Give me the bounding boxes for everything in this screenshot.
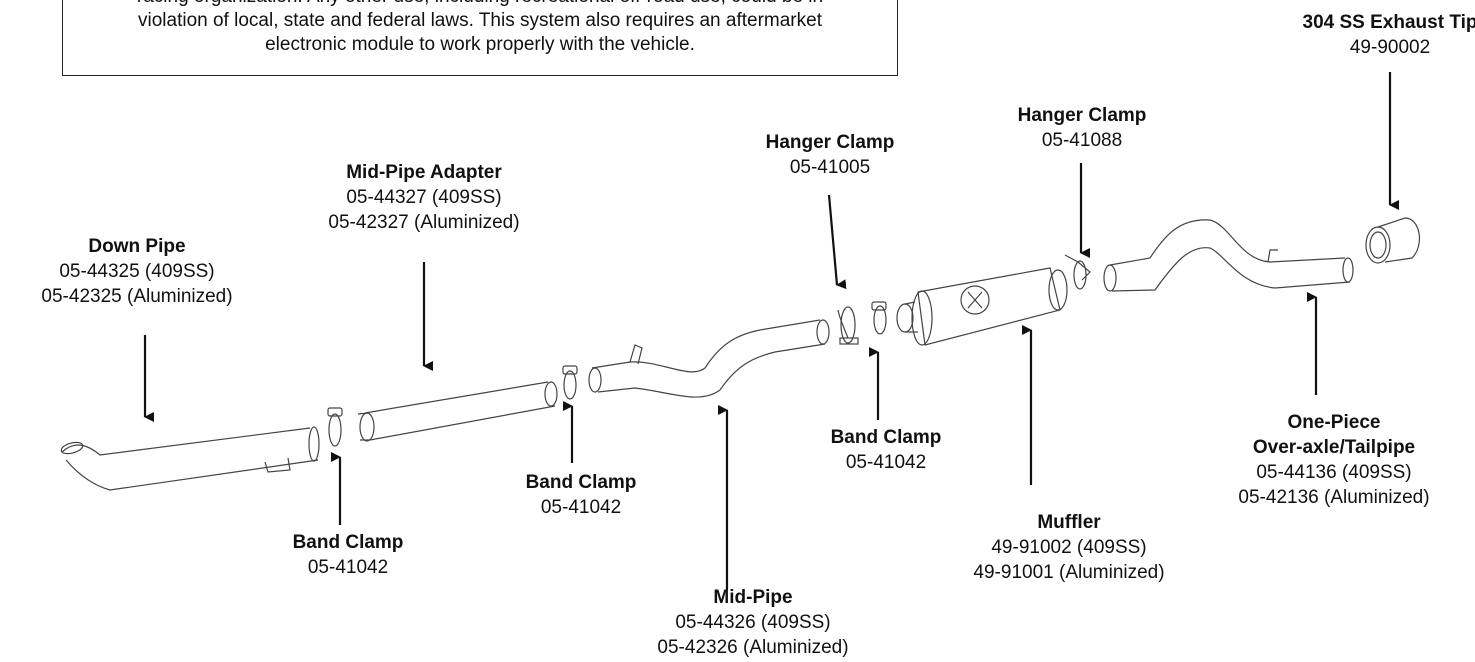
label-hanger-clamp-2: Hanger Clamp 05-41088: [1018, 103, 1147, 153]
mid-pipe-part: [588, 319, 830, 398]
notice-line-2: violation of local, state and federal la…: [138, 10, 822, 31]
label-part-number-alt: 05-42326 (Aluminized): [657, 637, 849, 658]
arrow-hanger-clamp-1: [827, 194, 847, 290]
label-part-number: 05-41088: [1041, 130, 1123, 151]
label-part-number: 05-41042: [845, 452, 927, 473]
label-muffler: Muffler 49-91002 (409SS) 49-91001 (Alumi…: [973, 510, 1164, 585]
label-title: Down Pipe: [88, 236, 186, 257]
mid-pipe-adapter-part: [357, 381, 558, 442]
label-part-number: 49-91002 (409SS): [991, 537, 1147, 558]
band-clamp-3-part: [871, 301, 887, 335]
label-hanger-clamp-1: Hanger Clamp 05-41005: [766, 130, 895, 180]
label-title: Mid-Pipe Adapter: [346, 162, 502, 183]
label-title: Mid-Pipe: [713, 587, 793, 608]
label-part-number: 49-90002: [1349, 37, 1431, 58]
label-tailpipe: One-Piece Over-axle/Tailpipe 05-44136 (4…: [1238, 410, 1429, 510]
label-title: Hanger Clamp: [765, 132, 895, 153]
label-title: 304 SS Exhaust Tip: [1302, 12, 1475, 33]
band-clamp-2-part: [562, 365, 578, 400]
label-band-clamp-1: Band Clamp 05-41042: [293, 530, 404, 580]
label-part-number: 05-44136 (409SS): [1256, 462, 1412, 483]
hanger-clamp-1-part: [837, 306, 859, 345]
label-exhaust-tip: 304 SS Exhaust Tip 49-90002: [1303, 10, 1475, 60]
label-part-number: 05-41042: [540, 497, 622, 518]
label-mid-pipe-adapter: Mid-Pipe Adapter 05-44327 (409SS) 05-423…: [328, 160, 519, 235]
label-mid-pipe: Mid-Pipe 05-44326 (409SS) 05-42326 (Alum…: [657, 585, 848, 660]
label-part-number-alt: 05-42327 (Aluminized): [328, 212, 520, 233]
label-down-pipe: Down Pipe 05-44325 (409SS) 05-42325 (Alu…: [41, 234, 232, 309]
muffler-part: [896, 267, 1068, 346]
label-part-number-alt: 05-42325 (Aluminized): [41, 286, 233, 307]
label-part-number: 05-44325 (409SS): [59, 261, 215, 282]
legal-notice-box: racing organization. Any other use, incl…: [62, 0, 898, 76]
label-part-number: 05-44326 (409SS): [675, 612, 831, 633]
label-band-clamp-3: Band Clamp 05-41042: [831, 425, 942, 475]
label-title: Band Clamp: [525, 472, 637, 493]
label-title: Muffler: [1037, 512, 1101, 533]
label-part-number: 05-41042: [307, 557, 389, 578]
label-band-clamp-2: Band Clamp 05-41042: [526, 470, 637, 520]
label-title: Hanger Clamp: [1017, 105, 1147, 126]
label-part-number: 05-41005: [789, 157, 871, 178]
label-title-line-2: Over-axle/Tailpipe: [1252, 437, 1416, 458]
label-part-number-alt: 05-42136 (Aluminized): [1238, 487, 1430, 508]
exhaust-tip-part: [1365, 217, 1421, 264]
label-part-number: 05-44327 (409SS): [346, 187, 502, 208]
label-title: Band Clamp: [292, 532, 404, 553]
band-clamp-1-part: [327, 407, 343, 447]
label-title: One-Piece: [1287, 412, 1381, 433]
hanger-clamp-2-part: [1064, 254, 1091, 290]
notice-line-3: electronic module to work properly with …: [265, 34, 695, 55]
notice-line-1: racing organization. Any other use, incl…: [63, 0, 897, 9]
label-title: Band Clamp: [830, 427, 942, 448]
tailpipe-part: [1103, 219, 1354, 292]
label-part-number-alt: 49-91001 (Aluminized): [973, 562, 1165, 583]
down-pipe-part: [60, 426, 320, 491]
